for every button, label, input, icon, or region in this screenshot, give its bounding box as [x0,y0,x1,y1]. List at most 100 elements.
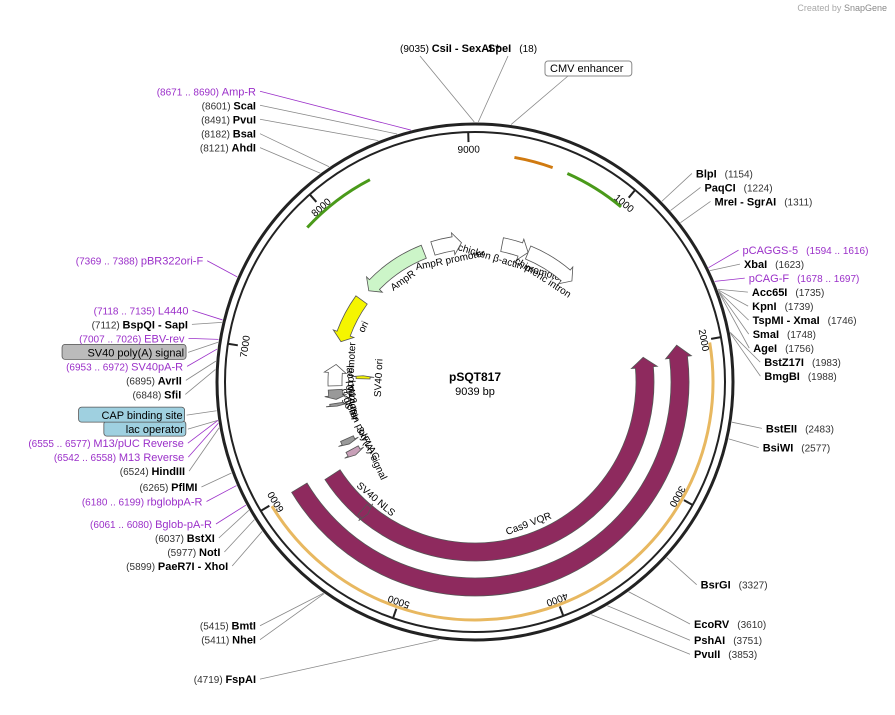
site-bmgbi: BmgBI(1988) [764,371,836,383]
site-bspqi-sapi: (7112) BspQI - SapI [92,319,188,331]
leader-pcaggs-5 [708,249,739,269]
leader-acc65i [717,288,748,293]
tick-label-9000: 9000 [457,144,480,156]
feature-label-lac-promoter: lac promoter [343,365,359,422]
site-pvui: (8491) PvuI [201,114,256,126]
site-pcaggs-5: pCAGGS-5(1594 .. 1616) [743,245,869,257]
leader-bsteii [731,421,762,429]
site-sv40pa-r: (6953 .. 6972) SV40pA-R [66,361,183,373]
site-ebv-rev: (7007 .. 7026) EBV-rev [79,333,185,345]
feature-chicken-actin-promoter [500,237,529,261]
leader-pcag-f [714,277,745,282]
site-bmti: (5415) BmtI [200,621,256,633]
leader-cmv-enhancer [510,75,569,125]
site-mrei-sgrai: MreI - SgrAI(1311) [714,196,812,208]
leader-ahdi [259,147,321,174]
site-spei: SpeI(18) [488,43,537,55]
site-paqci: PaqCI(1224) [704,182,772,194]
leader-sv40pa-r [186,348,218,367]
tick-2000 [710,336,722,340]
leader-bsai [259,133,330,168]
leader-bspqi-sapi [191,321,222,325]
site-bsrgi: BsrGI(3327) [701,580,768,592]
leader-pflmi [201,472,232,488]
site-cap-binding-site: CAP binding site [101,410,182,422]
leader-l4440 [192,310,223,321]
site-csii-sexai: (9035) CsiI - SexAI * [400,43,500,55]
site-m13-puc-reverse: (6555 .. 6577) M13/pUC Reverse [28,438,184,450]
feature-sv40-ori [352,375,375,380]
feature-sv40-nls [357,503,374,521]
leader-nhei [259,593,325,641]
tick-label-7000: 7000 [239,334,253,358]
leader-bmgbi [730,332,761,377]
site-cmv-enhancer: CMV enhancer [550,63,624,75]
site-l4440: (7118 .. 7135) L4440 [94,305,189,317]
tick-8000 [308,193,318,203]
leader-pshai [607,605,691,641]
feature-label-sv40-promoter: SV40 promoter [344,341,358,409]
site-bsiwi: BsiWI(2577) [763,443,830,455]
site-acc65i: Acc65I(1735) [752,287,824,299]
site-ecorv: EcoRV(3610) [694,619,766,631]
plasmid-name: pSQT817 [449,370,501,384]
feature-cas9-vqr [324,356,659,562]
leader-mrei-sgrai [680,201,711,224]
leader-spei [477,55,509,123]
leader-paqci [670,187,701,211]
feature-lac-promoter [324,388,347,400]
site-kpni: KpnI(1739) [752,301,813,313]
site-bstz17i: BstZ17I(1983) [764,357,841,369]
leader-rbglobpa-r [206,485,237,502]
feature-ori [332,295,368,343]
leader-csii-sexai [419,55,475,123]
feature-sv40-promoter [323,363,348,387]
feature-ampr-promoter [430,231,462,256]
leader-bsiwi [728,438,759,449]
tick-label-2000: 2000 [696,328,711,352]
leader-sv40-poly-a-signal [187,341,219,353]
site-pflmi: (6265) PflMI [139,482,197,494]
leader-agei [718,292,750,349]
leader-pbr322ori-f [207,260,238,278]
site-fspai: (4719) FspAI [194,674,256,686]
feature-cas9 [291,344,693,597]
site-pvuii: PvuII(3853) [694,649,757,661]
primer-arc-cmv [514,155,554,170]
leader-hindiii [188,427,220,472]
site-bsteii: BstEII(2483) [766,423,834,435]
site-bstxi: (6037) BstXI [155,533,215,545]
leader-blpi [661,173,693,202]
site-paer7i-xhoi: (5899) PaeR7I - XhoI [126,561,228,573]
site-smai: SmaI(1748) [753,329,816,341]
site-scai: (8601) ScaI [202,100,256,112]
leader-pvuii [591,614,691,655]
site-amp-r: (8671 .. 8690) Amp-R [157,86,256,98]
leader-noti [224,519,255,553]
leader-bmti [259,592,324,627]
site-bglob-pa-r: (6061 .. 6080) Bglob-pA-R [90,519,212,531]
leader-lac-operator [187,420,218,430]
feature-globin-poly-a-signal [338,435,359,447]
site-pbr322ori-f: (7369 .. 7388) pBR322ori-F [76,256,204,268]
site-blpi: BlpI(1154) [696,168,753,180]
tick-label-1000: 1000 [611,193,635,216]
site-nhei: (5411) NheI [201,635,256,647]
feature-label-sv40-ori: SV40 ori [373,359,386,398]
primer-arc-amp [306,178,371,229]
leader-sfii [185,369,216,395]
leader-xbai [709,263,741,272]
feature-3xflag [344,445,364,459]
primer-arc-orange [270,342,715,622]
backbone-outer [215,122,735,642]
leader-bglob-pa-r [215,504,247,525]
box-cmv-enhancer [544,60,633,77]
site-tspmi-xmai: TspMI - XmaI(1746) [753,315,857,327]
leader-scai [259,104,398,135]
backbone-inner [224,131,726,633]
box-sv40-poly-a-signal [61,343,187,360]
leader-bstxi [218,509,250,539]
tick-7000 [227,342,238,347]
leader-kpni [717,289,749,307]
